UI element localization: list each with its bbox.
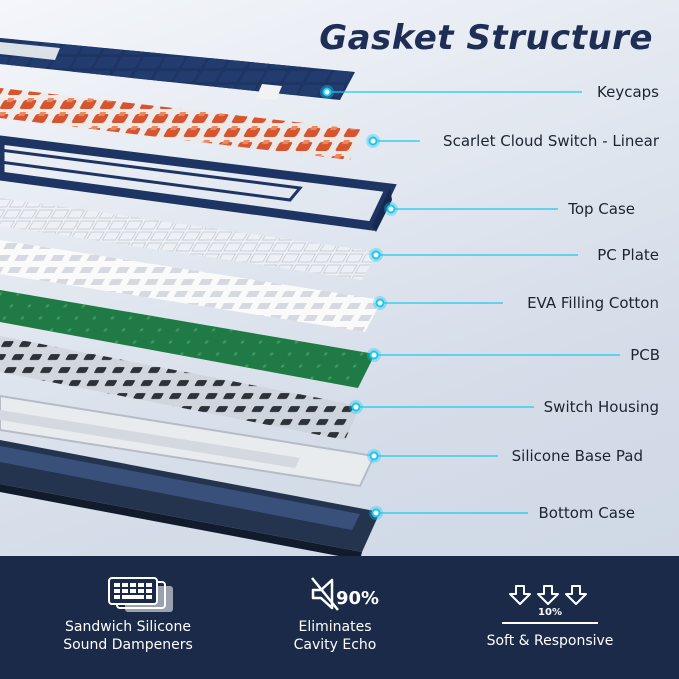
label-keycaps: Keycaps <box>597 83 659 101</box>
switch-housing-layer <box>0 336 360 440</box>
silicone-base-pad-layer <box>0 394 376 488</box>
feature-soft-responsive: 10% Soft & Responsive <box>480 556 620 679</box>
label-top-case: Top Case <box>568 200 635 218</box>
muted-speaker-icon: 90% <box>280 556 390 618</box>
pcb-layer <box>0 290 375 388</box>
feature-2-line2: Cavity Echo <box>293 637 377 653</box>
echo-percent: 90% <box>336 588 380 609</box>
feature-sandwich-silicone: Sandwich Silicone Sound Dampeners <box>58 556 198 679</box>
divider <box>502 622 598 624</box>
switches-layer <box>0 88 365 160</box>
label-silicone-base-pad: Silicone Base Pad <box>511 447 643 465</box>
top-case-layer <box>0 135 397 232</box>
layer-markers <box>320 85 398 520</box>
feature-1-line1: Sandwich Silicone <box>65 619 191 635</box>
pc-plate-layer <box>0 198 378 280</box>
leader-lines <box>327 91 620 514</box>
silicone-layers-icon <box>73 556 183 618</box>
feature-3-line1: Soft & Responsive <box>486 633 614 649</box>
feature-2-line1: Eliminates <box>298 619 372 635</box>
bottom-case-layer <box>0 440 380 556</box>
label-pc-plate: PC Plate <box>597 246 659 264</box>
down-arrows-icon: 10% <box>480 556 620 618</box>
label-switch-housing: Switch Housing <box>543 398 659 416</box>
page-title: Gasket Structure <box>319 18 653 58</box>
label-eva: EVA Filling Cotton <box>527 294 659 312</box>
label-bottom-case: Bottom Case <box>538 504 636 522</box>
exploded-keyboard-diagram <box>0 38 620 556</box>
feature-1-line2: Sound Dampeners <box>63 637 193 653</box>
keycaps-layer <box>0 38 355 100</box>
features-bar: Sandwich Silicone Sound Dampeners 90% El… <box>0 556 679 679</box>
travel-percent: 10% <box>538 607 562 618</box>
label-switch: Scarlet Cloud Switch - Linear <box>443 132 659 150</box>
label-pcb: PCB <box>630 346 660 364</box>
eva-layer <box>0 240 382 332</box>
feature-cavity-echo: 90% Eliminates Cavity Echo <box>280 556 390 679</box>
